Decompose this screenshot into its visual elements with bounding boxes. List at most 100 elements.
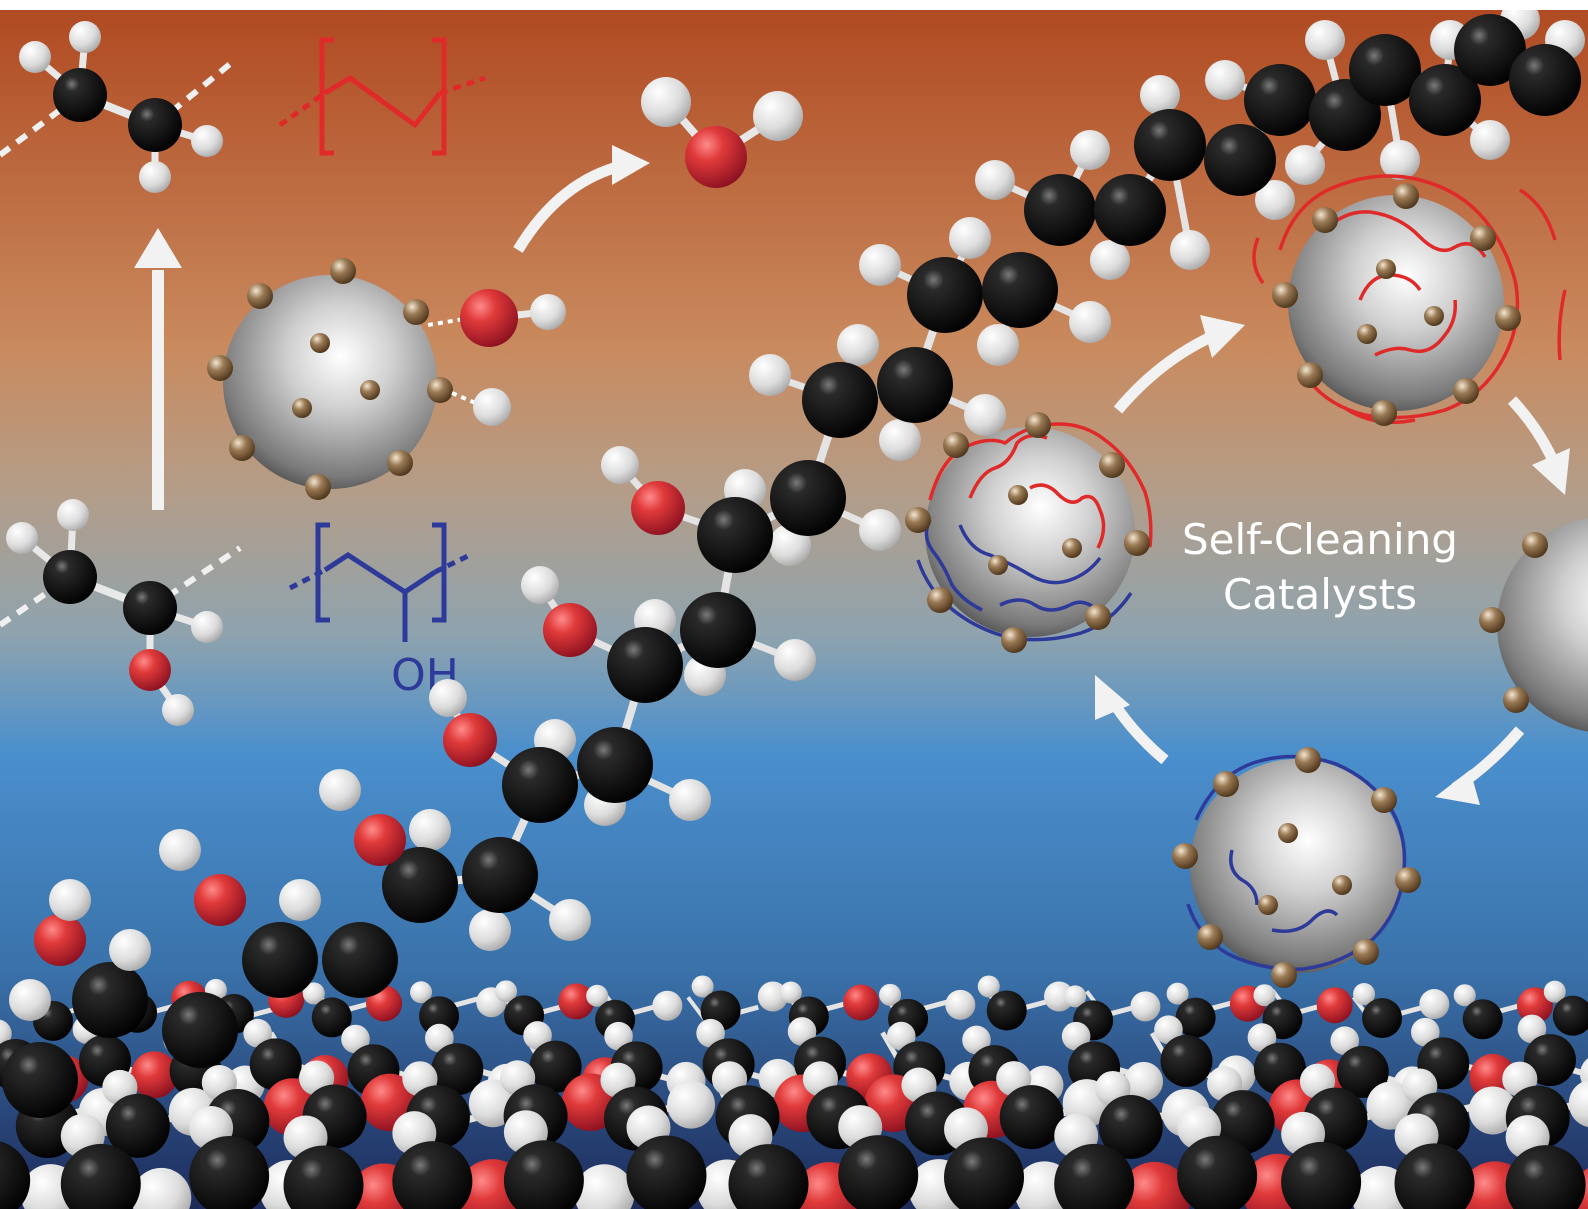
- hydrogen-atom: [757, 981, 788, 1012]
- carbon-atom: [249, 1038, 302, 1091]
- hydrogen-atom: [1453, 984, 1476, 1007]
- oxygen-atom: [631, 481, 685, 535]
- hydrogen-atom: [586, 984, 609, 1007]
- top-border: [0, 0, 1588, 10]
- carbon-atom: [1552, 995, 1588, 1036]
- hydrogen-atom: [1070, 130, 1110, 170]
- hydrogen-atom: [549, 899, 591, 941]
- carbon-atom: [502, 747, 578, 823]
- hydrogen-atom: [495, 980, 518, 1003]
- support-surface: [0, 769, 1588, 1209]
- hydrogen-atom: [1205, 60, 1245, 100]
- carbon-atom: [1175, 997, 1216, 1038]
- hydrogen-atom: [749, 354, 791, 396]
- hydrogen-atom: [1330, 1026, 1360, 1055]
- carbon-atom: [419, 996, 460, 1037]
- hydrogen-atom: [425, 1023, 454, 1053]
- oxygen-atom: [1316, 987, 1353, 1024]
- polyethylene-repeat-unit: [278, 37, 486, 156]
- hydrogen-atom: [691, 975, 714, 998]
- hydrogen-atom: [837, 324, 879, 366]
- polyvinyl-alcohol-fragment: [0, 499, 242, 726]
- hydrogen-atom: [1124, 1061, 1164, 1101]
- carbon-atom: [311, 997, 352, 1038]
- hydrogen-atom: [409, 809, 451, 851]
- caption-line-2: Catalysts: [1222, 570, 1418, 619]
- hydrogen-atom: [1130, 991, 1161, 1022]
- hydrogen-atom: [1154, 1015, 1183, 1045]
- hydrogen-atom: [879, 419, 921, 461]
- hydrogen-atom: [1568, 1080, 1588, 1128]
- carbon-atom: [1462, 999, 1503, 1040]
- nanoparticle-center: [207, 258, 566, 500]
- hydrogen-atom: [469, 909, 511, 951]
- up-arrow-icon: [134, 228, 182, 510]
- hydrogen-atom: [1543, 980, 1566, 1003]
- hydrogen-atom: [601, 446, 639, 484]
- carbon-atom: [1160, 1034, 1213, 1087]
- carbon-atom: [283, 1145, 364, 1209]
- hydrogen-atom: [1517, 1014, 1547, 1044]
- carbon-atom: [72, 962, 148, 1038]
- carbon-atom: [1505, 1145, 1586, 1209]
- hydrogen-atom: [859, 244, 901, 286]
- hydrogen-atom: [279, 879, 321, 921]
- carbon-atom: [1394, 1143, 1475, 1209]
- oxygen-atom: [843, 984, 880, 1021]
- carbon-atom: [503, 1140, 584, 1209]
- hydrogen-atom: [159, 829, 201, 871]
- carbon-atom: [189, 1136, 270, 1209]
- hydrogen-atom: [341, 1024, 370, 1054]
- nanoparticle-clean: [1479, 518, 1588, 732]
- hydrogen-atom: [1419, 989, 1450, 1020]
- carbon-atom: [680, 592, 756, 668]
- carbon-atom: [1454, 14, 1526, 86]
- carbon-atom: [382, 847, 458, 923]
- carbon-atom: [1204, 124, 1276, 196]
- hydrogen-atom: [302, 982, 325, 1005]
- carbon-atom: [1362, 998, 1403, 1039]
- hydrogen-atom: [1380, 140, 1420, 180]
- hydrogen-atom: [521, 566, 559, 604]
- hydrogen-atom: [962, 1025, 991, 1055]
- hydrogen-atom: [1285, 145, 1325, 185]
- cycle-arrowheads: [1095, 315, 1570, 805]
- hydrogen-atom: [9, 979, 51, 1021]
- carbon-atom: [392, 1141, 473, 1209]
- oxygen-atom: [354, 814, 406, 866]
- oxygen-atom: [34, 914, 86, 966]
- carbon-atom: [1281, 1141, 1362, 1209]
- hydrogen-atom: [879, 983, 902, 1006]
- carbon-atom: [944, 1137, 1024, 1209]
- hydrogen-atom: [131, 1167, 192, 1209]
- hydrogen-atom: [787, 1017, 817, 1046]
- hydrogen-atom: [696, 1018, 725, 1048]
- hydrogen-atom: [667, 1080, 716, 1129]
- hydrogen-atom: [429, 679, 467, 717]
- water-molecule: [641, 77, 803, 188]
- hydrogen-atom: [1170, 230, 1210, 270]
- hydrogen-atom: [1470, 120, 1510, 160]
- carbon-atom: [162, 992, 238, 1068]
- carbon-atom: [838, 1135, 919, 1209]
- carbon-atom: [2, 1042, 78, 1118]
- hydrogen-atom: [1064, 985, 1087, 1008]
- carbon-atom: [60, 1143, 141, 1209]
- hydrogen-atom: [949, 217, 991, 259]
- hydrogen-atom: [977, 975, 1000, 998]
- carbon-atom: [1177, 1135, 1258, 1209]
- hydrogen-atom: [975, 160, 1015, 200]
- hydrogen-atom: [945, 989, 976, 1020]
- carbon-atom: [907, 257, 983, 333]
- hydrogen-atom: [1166, 982, 1189, 1005]
- carbon-atom: [529, 1040, 582, 1093]
- carbon-atom: [877, 347, 953, 423]
- hydrogen-atom: [1253, 984, 1276, 1007]
- carbon-atom: [577, 727, 653, 803]
- oxygen-atom: [1516, 987, 1553, 1024]
- carbon-atom: [462, 837, 538, 913]
- hydrogen-atom: [109, 929, 151, 971]
- scene-svg: OH: [0, 10, 1588, 1209]
- carbon-atom: [607, 627, 683, 703]
